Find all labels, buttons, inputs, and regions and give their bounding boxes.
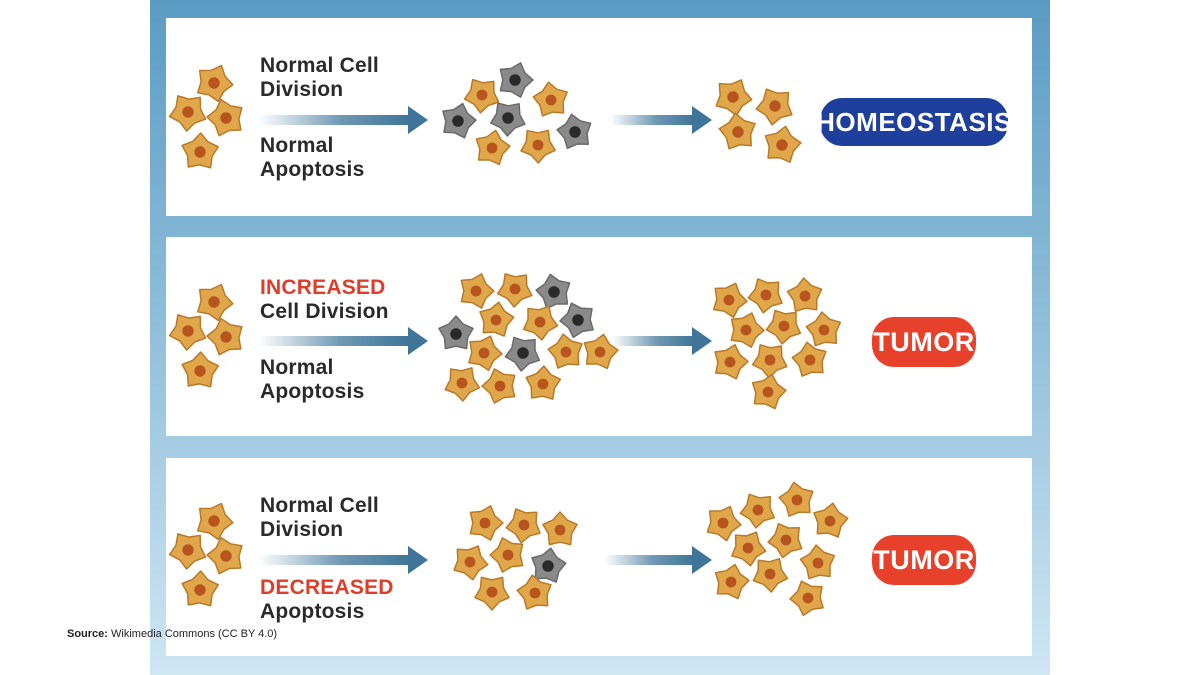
row1-start-cell — [206, 98, 243, 137]
row2-middle-cell — [479, 301, 515, 337]
row1-apoptosis-line2: Apoptosis — [260, 158, 365, 181]
row1-start-cell — [196, 64, 234, 103]
source-credit: Source: Wikimedia Commons (CC BY 4.0) — [67, 628, 277, 640]
row1-arrow-1 — [258, 106, 428, 134]
row3-start-cell — [168, 533, 207, 570]
row3-start-cell — [181, 570, 220, 607]
row2-start-cell — [181, 351, 220, 388]
row1-end-cell — [715, 79, 753, 117]
row3-apoptosis-line: Apoptosis — [260, 600, 365, 623]
row1-arrow-2 — [610, 106, 712, 134]
row1-start-cell — [181, 132, 220, 169]
row3-middle-cell — [505, 508, 541, 544]
row2-apoptotic-cell — [535, 273, 571, 310]
row2-end-cell — [730, 312, 765, 348]
row2-start-cell — [168, 314, 207, 351]
row2-middle-cell — [496, 273, 533, 308]
row2-division-line: Cell Division — [260, 300, 389, 323]
row2-end-cell — [791, 341, 827, 377]
row2-apoptosis-line2: Apoptosis — [260, 380, 365, 403]
row2-end-cell — [714, 343, 749, 380]
row3-apoptosis-label: DECREASED Apoptosis — [260, 576, 394, 624]
row2-apoptotic-cell — [559, 302, 594, 339]
row2-middle-cell — [525, 365, 562, 400]
row2-end-cell — [747, 278, 783, 314]
row3-division-label: Normal Cell Division — [260, 494, 379, 542]
row3-end-cell — [813, 502, 849, 538]
row3-end-cell — [789, 580, 824, 617]
row3-decreased-text: DECREASED — [260, 576, 394, 599]
row3-end-cell — [767, 522, 803, 559]
row2-end-cell — [765, 309, 802, 345]
row2-increased-text: INCREASED — [260, 276, 386, 299]
row3-division-line1: Normal Cell — [260, 494, 379, 517]
row2-division-label: INCREASED Cell Division — [260, 276, 389, 324]
row3-arrow-1 — [258, 546, 428, 574]
row3-middle-cell — [516, 574, 552, 610]
row2-end-cell — [786, 277, 823, 313]
row2-end-cell — [805, 311, 842, 347]
row1-middle-cell — [463, 78, 500, 114]
row2-middle-cell — [444, 367, 481, 402]
row3-end-cell — [706, 505, 742, 542]
row2-end-cell — [751, 373, 787, 410]
row3-end-cell — [731, 531, 767, 567]
row3-middle-cell — [474, 576, 510, 611]
row2-start-cell — [206, 317, 243, 356]
row1-division-line1: Normal Cell — [260, 54, 379, 77]
row2-middle-cell — [547, 333, 583, 369]
row3-end-cell — [714, 563, 750, 600]
row3-end-cell — [799, 544, 836, 580]
row3-middle-cell — [469, 505, 504, 541]
row1-apoptosis-label: Normal Apoptosis — [260, 134, 364, 182]
row2-end-cell — [712, 282, 748, 319]
row3-apoptotic-cell — [531, 547, 567, 583]
row3-middle-cell — [542, 511, 578, 546]
row2-middle-cell — [522, 305, 559, 341]
row2-apoptosis-line1: Normal — [260, 356, 334, 379]
row1-start-cell — [168, 95, 207, 132]
row1-end-cell — [764, 125, 802, 163]
tumor-badge-row3: TUMOR — [872, 535, 976, 585]
row2-apoptotic-cell — [438, 315, 474, 350]
row2-start-cell — [196, 283, 234, 322]
row3-end-cell — [778, 481, 814, 517]
row2-apoptosis-label: Normal Apoptosis — [260, 356, 364, 404]
row2-arrow-2 — [612, 327, 712, 355]
row1-apoptotic-cell — [442, 102, 477, 139]
row3-middle-cell — [453, 545, 489, 581]
row3-division-line2: Division — [260, 518, 344, 541]
row3-end-cell — [752, 557, 789, 593]
row1-middle-cell — [520, 129, 556, 164]
row2-arrow-1 — [258, 327, 428, 355]
row2-apoptotic-cell — [504, 336, 541, 372]
source-label: Source: — [67, 628, 108, 640]
row2-end-cell — [751, 344, 788, 379]
row2-middle-cell — [460, 273, 495, 309]
row1-apoptotic-cell — [489, 102, 526, 137]
row1-division-line2: Division — [260, 78, 344, 101]
row1-end-cell — [755, 88, 793, 126]
row1-apoptotic-cell — [499, 62, 534, 98]
source-text: Wikimedia Commons (CC BY 4.0) — [111, 628, 278, 640]
homeostasis-badge: HOMEOSTASIS — [816, 98, 1011, 146]
row1-division-label: Normal Cell Division — [260, 54, 379, 102]
row2-middle-cell — [468, 335, 503, 372]
tumor-badge-row2: TUMOR — [872, 317, 976, 367]
row1-middle-cell — [475, 129, 511, 166]
row3-middle-cell — [489, 537, 524, 573]
row3-arrow-2 — [604, 546, 712, 574]
row1-apoptosis-line1: Normal — [260, 134, 334, 157]
row1-apoptotic-cell — [556, 113, 592, 150]
row3-start-cell — [196, 502, 234, 541]
row3-end-cell — [739, 493, 776, 529]
row1-middle-cell — [532, 81, 568, 117]
row1-end-cell — [718, 112, 756, 150]
row2-middle-cell — [481, 368, 516, 404]
row3-start-cell — [206, 536, 243, 575]
row2-middle-cell — [583, 333, 619, 370]
